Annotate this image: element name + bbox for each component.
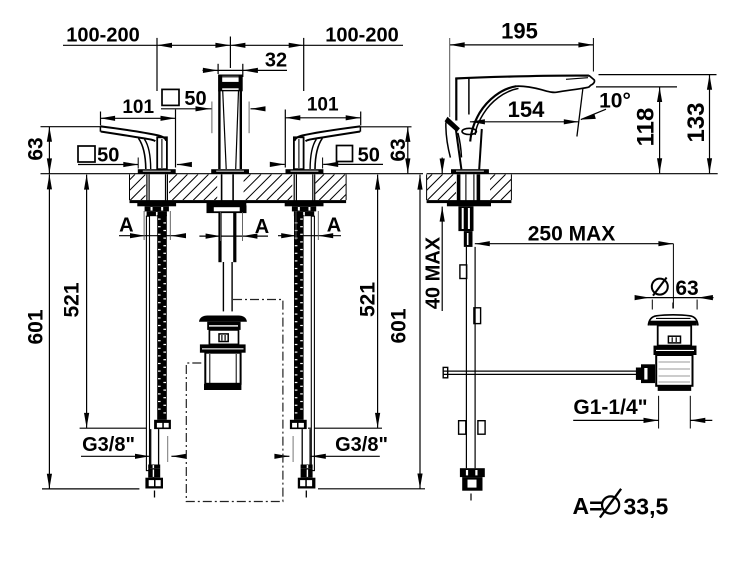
svg-text:A: A	[327, 215, 341, 237]
svg-text:63: 63	[675, 277, 698, 300]
svg-text:50: 50	[184, 88, 206, 110]
svg-text:33,5: 33,5	[624, 494, 669, 520]
svg-text:101: 101	[122, 97, 154, 118]
svg-text:40 MAX: 40 MAX	[423, 236, 445, 309]
svg-text:101: 101	[307, 95, 339, 116]
svg-text:100-200: 100-200	[325, 25, 398, 47]
svg-text:A=: A=	[572, 493, 602, 519]
svg-text:521: 521	[357, 282, 380, 317]
svg-text:154: 154	[508, 97, 545, 122]
svg-text:50: 50	[97, 145, 119, 167]
svg-text:601: 601	[387, 308, 410, 343]
svg-text:601: 601	[25, 309, 48, 344]
svg-text:521: 521	[61, 282, 84, 317]
svg-text:100-200: 100-200	[66, 25, 139, 47]
svg-text:G3/8": G3/8"	[335, 434, 388, 456]
svg-text:G1-1/4": G1-1/4"	[573, 396, 647, 419]
svg-text:50: 50	[358, 145, 380, 167]
svg-text:133: 133	[683, 102, 710, 142]
svg-text:10°: 10°	[599, 90, 631, 113]
svg-text:A: A	[119, 215, 133, 237]
svg-text:A: A	[255, 216, 269, 238]
svg-text:63: 63	[25, 137, 48, 160]
svg-text:195: 195	[501, 19, 538, 44]
svg-text:250 MAX: 250 MAX	[528, 223, 616, 246]
svg-text:118: 118	[633, 108, 660, 147]
svg-text:32: 32	[265, 50, 287, 72]
svg-text:G3/8": G3/8"	[82, 434, 135, 456]
svg-text:63: 63	[387, 138, 410, 161]
